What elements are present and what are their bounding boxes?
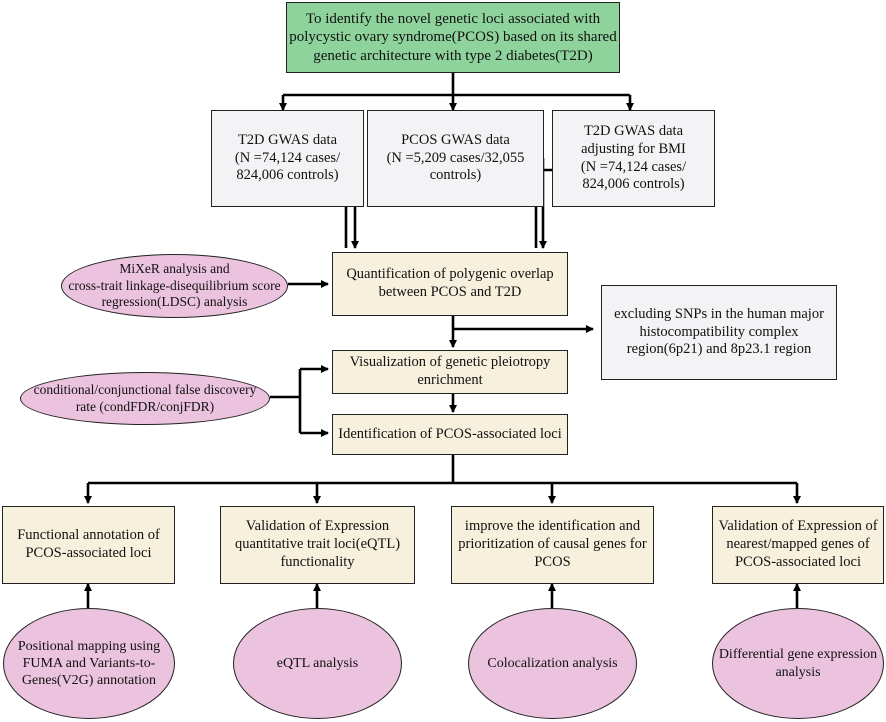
t2d-gwas-text: T2D GWAS data (N =74,124 cases/ 824,006 … (234, 131, 341, 184)
t2d-bmi-gwas-box: T2D GWAS data adjusting for BMI (N =74,1… (552, 110, 715, 207)
mixer-ldsc-ellipse: MiXeR analysis and cross-trait linkage-d… (61, 254, 288, 318)
exclusion-box: excluding SNPs in the human major histoc… (601, 285, 837, 380)
eqtl-analysis-ellipse: eQTL analysis (233, 608, 402, 719)
condfdr-ellipse: conditional/conjunctional false discover… (20, 372, 270, 425)
outcome-functional-annotation: Functional annotation of PCOS-associated… (2, 506, 175, 584)
pcos-gwas-text: PCOS GWAS data (N =5,209 cases/32,055 co… (386, 131, 525, 184)
quantification-box: Quantification of polygenic overlap betw… (332, 252, 568, 316)
outcome-eqtl-validation: Validation of Expression quantitative tr… (220, 506, 415, 584)
t2d-gwas-box: T2D GWAS data (N =74,124 cases/ 824,006 … (211, 110, 364, 207)
method-2-text: eQTL analysis (276, 655, 359, 671)
exclusion-text: excluding SNPs in the human major histoc… (614, 305, 824, 358)
outcome-4-text: Validation of Expression of nearest/mapp… (718, 518, 878, 570)
title-text: To identify the novel genetic loci assoc… (289, 11, 617, 64)
outcome-expression-validation: Validation of Expression of nearest/mapp… (712, 506, 884, 584)
outcome-1-text: Functional annotation of PCOS-associated… (17, 527, 160, 561)
mixer-ldsc-text: MiXeR analysis and cross-trait linkage-d… (68, 261, 281, 310)
quantification-text: Quantification of polygenic overlap betw… (346, 266, 554, 300)
differential-expression-ellipse: Differential gene expression analysis (712, 608, 884, 719)
method-4-text: Differential gene expression analysis (718, 647, 878, 680)
visualization-text: Visualization of genetic pleiotropy enri… (349, 354, 551, 388)
title-box: To identify the novel genetic loci assoc… (286, 2, 620, 73)
colocalization-ellipse: Colocalization analysis (468, 608, 637, 719)
method-3-text: Colocalization analysis (487, 655, 618, 671)
outcome-2-text: Validation of Expression quantitative tr… (234, 518, 401, 570)
t2d-bmi-gwas-text: T2D GWAS data adjusting for BMI (N =74,1… (580, 123, 687, 193)
identification-text: Identification of PCOS-associated loci (338, 425, 562, 442)
identification-box: Identification of PCOS-associated loci (332, 414, 568, 455)
method-1-text: Positional mapping using FUMA and Varian… (17, 638, 161, 689)
pcos-gwas-box: PCOS GWAS data (N =5,209 cases/32,055 co… (367, 110, 544, 207)
outcome-3-text: improve the identification and prioritiz… (458, 518, 647, 570)
outcome-causal-genes: improve the identification and prioritiz… (451, 506, 654, 584)
positional-mapping-ellipse: Positional mapping using FUMA and Varian… (3, 608, 175, 719)
visualization-box: Visualization of genetic pleiotropy enri… (332, 350, 568, 394)
condfdr-text: conditional/conjunctional false discover… (33, 382, 257, 414)
